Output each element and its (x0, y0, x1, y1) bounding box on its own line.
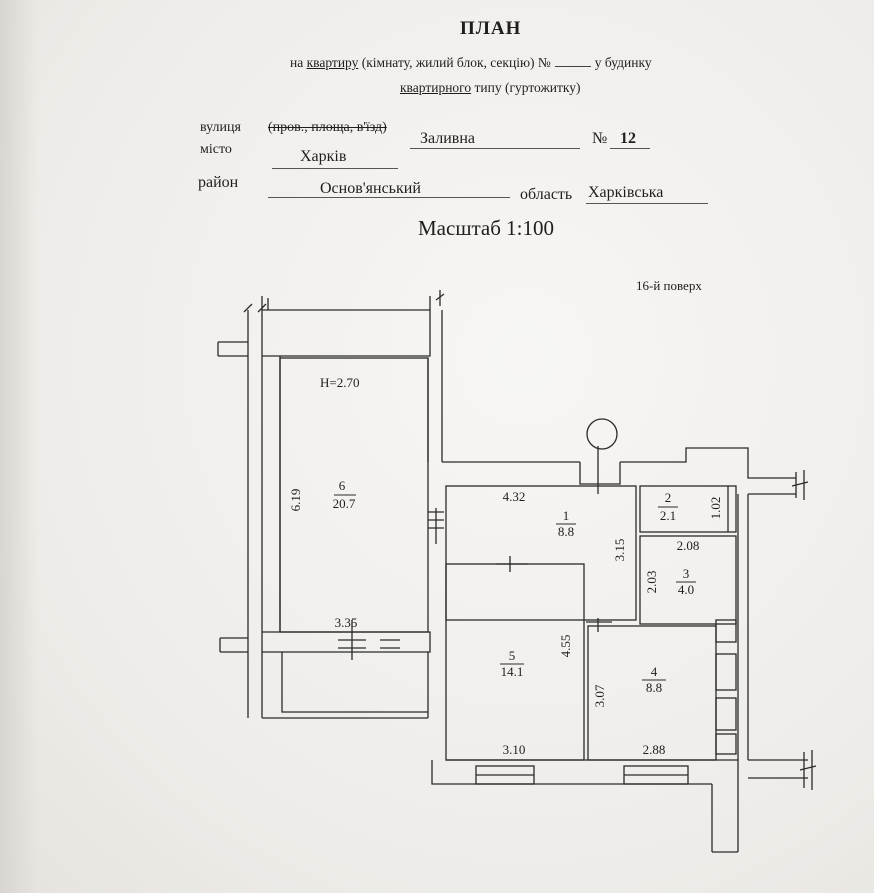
number-underline (610, 148, 650, 149)
room-6-area: 20.7 (333, 496, 356, 511)
subtitle-suffix: у будинку (594, 55, 652, 70)
room-1-top-dim: 4.32 (503, 489, 526, 504)
room-5-side-dim: 4.55 (558, 635, 573, 658)
plan-walls (217, 290, 817, 853)
room-5-area: 14.1 (501, 664, 524, 679)
room-4-side-dim: 3.07 (592, 684, 607, 707)
room-4-bottom-dim: 2.88 (643, 742, 666, 757)
street-underline (410, 148, 580, 149)
page-edge-shadow (0, 0, 38, 893)
room-6-number: 6 (339, 478, 346, 493)
district-label: район (198, 174, 239, 191)
compass-circle (586, 418, 618, 450)
room-1-side-dim: 3.15 (612, 539, 627, 562)
room-2-side-dim: 1.02 (708, 497, 723, 520)
street-alt-label: (пров., площа, в'їзд) (268, 120, 387, 135)
subtitle-flat: квартиру (306, 55, 359, 70)
building-type-rest: типу (гуртожитку) (471, 80, 581, 95)
room-3-number: 3 (683, 566, 690, 581)
room-6-bottom-dim: 3.35 (335, 615, 358, 630)
document-title: ПЛАН (460, 18, 522, 39)
room-5-bottom-dim: 3.10 (503, 742, 526, 757)
document-subtitle-line2: квартирного типу (гуртожитку) (400, 80, 581, 96)
room-3-area: 4.0 (678, 582, 694, 597)
district-underline (268, 197, 510, 198)
subtitle-prefix: на (290, 55, 307, 70)
room-1-area: 8.8 (558, 524, 574, 539)
ceiling-height-label: Н=2.70 (320, 375, 359, 390)
scale-label: Масштаб 1:100 (418, 216, 555, 240)
room-number-dividers (334, 494, 696, 681)
region-value: Харківська (588, 184, 664, 201)
region-label: область (520, 186, 573, 203)
city-underline (272, 168, 398, 169)
city-label: місто (200, 142, 232, 157)
floor-label: 16-й поверх (636, 278, 702, 293)
room-4-area: 8.8 (646, 680, 662, 695)
number-label: № (592, 130, 608, 147)
room-1-number: 1 (563, 508, 570, 523)
room-2-area: 2.1 (660, 508, 676, 523)
subtitle-blank (554, 54, 591, 67)
building-type: квартирного (400, 80, 472, 95)
subtitle-rest: (кімнату, жилий блок, секцію) № (358, 55, 551, 70)
room-3-side-dim: 2.03 (644, 571, 659, 594)
room-3-top-dim: 2.08 (677, 538, 700, 553)
city-value: Харків (300, 148, 347, 165)
number-value: 12 (620, 130, 636, 147)
room-5-number: 5 (509, 648, 516, 663)
room-6-side-dim: 6.19 (288, 489, 303, 512)
district-value: Основ'янський (320, 180, 421, 197)
room-2-number: 2 (665, 490, 672, 505)
room-4-number: 4 (651, 664, 658, 679)
street-value: Заливна (420, 130, 476, 147)
document-subtitle: на квартиру (кімнату, жилий блок, секцію… (290, 54, 652, 71)
region-underline (586, 203, 708, 204)
street-label: вулиця (200, 120, 241, 135)
